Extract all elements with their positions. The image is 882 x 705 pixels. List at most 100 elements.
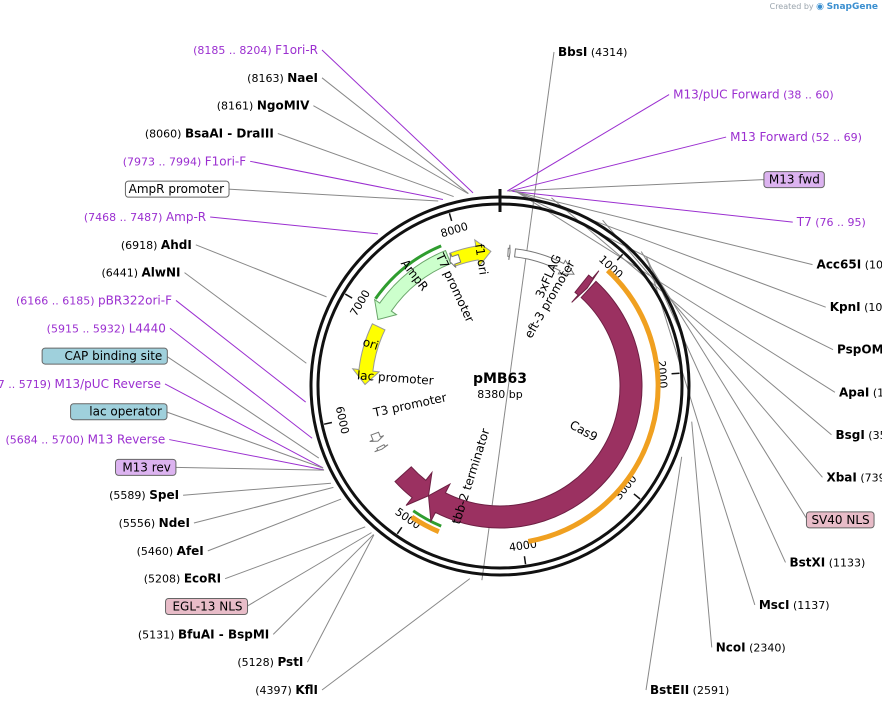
label-m13-fwd: M13 fwd (763, 171, 825, 189)
label-text: PspOMI (109) (837, 343, 882, 357)
label-amp-r: (7468 .. 7487) Amp-R (84, 210, 206, 224)
label-text: (8060) BsaAI - DraIII (145, 126, 274, 140)
label-text: (5589) SpeI (109, 488, 179, 502)
primer-position: (5684 .. 5700) (6, 434, 88, 447)
label-msci: MscI (1137) (759, 598, 830, 612)
label-naei: (8163) NaeI (247, 71, 318, 85)
feature-label-ori: ori (361, 335, 380, 353)
tbb2-green-arc (412, 509, 442, 528)
primer-position: (5697 .. 5719) (0, 378, 55, 391)
box-label-text: CAP binding site (64, 349, 162, 363)
label-bsteii: BstEII (2591) (650, 683, 729, 697)
label-text: BsgI (356) (835, 428, 882, 442)
label-cap-binding-site: CAP binding site (41, 347, 168, 365)
label-apai: ApaI (113) (839, 385, 882, 399)
feature-ampr (373, 249, 452, 321)
box-label-text: EGL-13 NLS (172, 600, 242, 614)
feature-arcs (351, 238, 661, 544)
primer-name: M13/pUC Reverse (55, 377, 162, 391)
site-name: PstI (277, 655, 303, 669)
label-box (805, 511, 875, 529)
box-label-text: SV40 NLS (811, 513, 869, 527)
feature-eft-3-promoter (514, 248, 575, 275)
site-position: (5131) (138, 628, 178, 641)
box-label-text: M13 rev (122, 460, 171, 474)
ruler-tick-label: 6000 (333, 405, 352, 435)
label-text: (6918) AhdI (121, 238, 192, 252)
site-name: AfeI (177, 544, 204, 558)
box-label-text: M13 fwd (769, 173, 820, 187)
ruler-tick (396, 526, 403, 535)
primer-position: (6166 .. 6185) (16, 294, 98, 307)
feature-3xflag (571, 270, 600, 303)
label-text: BbsI (4314) (558, 45, 627, 59)
box-label-text: AmpR promoter (129, 182, 224, 196)
site-name: NaeI (287, 71, 318, 85)
site-position: (2591) (689, 684, 729, 697)
label-text: (5697 .. 5719) M13/pUC Reverse (0, 377, 161, 391)
label-ncoi: NcoI (2340) (716, 640, 786, 654)
leader-line (164, 383, 324, 469)
label-l4440: (5915 .. 5932) L4440 (47, 321, 166, 335)
leader-line (313, 105, 469, 195)
label-text: Acc65I (103) (817, 258, 882, 272)
label-m13-puc-forward: M13/pUC Forward (38 .. 60) (673, 88, 834, 102)
label-pspomi: PspOMI (109) (837, 343, 882, 357)
site-position: (1137) (789, 599, 829, 612)
leader-line (512, 190, 793, 223)
label-f1ori-f: (7973 .. 7994) F1ori-F (123, 154, 247, 168)
leader-line (246, 532, 372, 607)
label-text: (8185 .. 8204) F1ori-R (193, 43, 318, 57)
site-name: BstEII (650, 683, 689, 697)
site-name: AlwNI (142, 266, 181, 280)
site-name: PspOMI (837, 343, 882, 357)
label-spei: (5589) SpeI (109, 488, 179, 502)
label-alwni: (6441) AlwNI (101, 266, 180, 280)
site-position: (8161) (217, 100, 257, 113)
label-sv40-nls: SV40 NLS (805, 511, 875, 529)
site-name: BsgI (835, 428, 864, 442)
leader-line (184, 272, 307, 364)
label-bbsi: BbsI (4314) (558, 45, 627, 59)
leader-line (321, 49, 474, 194)
site-position: (4314) (587, 46, 627, 59)
site-name: Acc65I (817, 258, 862, 272)
primer-position: (38 .. 60) (780, 89, 834, 102)
label-text: (5131) BfuAI - BspMI (138, 627, 269, 641)
label-text: (4397) KflI (255, 683, 318, 697)
leader-line (646, 257, 756, 606)
ruler-tick (633, 493, 641, 500)
primer-position: (76 .. 95) (812, 216, 866, 229)
ampr-green-arc (374, 244, 442, 300)
label-text: (5460) AfeI (137, 544, 204, 558)
feature-lac-promoter (369, 431, 385, 442)
leader-line (321, 578, 471, 691)
site-position: (5589) (109, 489, 149, 502)
site-name: NgoMIV (257, 99, 310, 113)
site-position: (1133) (825, 556, 865, 569)
label-f1ori-r: (8185 .. 8204) F1ori-R (193, 43, 318, 57)
primer-position: (7973 .. 7994) (123, 155, 205, 168)
label-ndei: (5556) NdeI (119, 516, 190, 530)
label-box (165, 598, 249, 616)
leader-line (272, 534, 374, 635)
label-text: (7973 .. 7994) F1ori-F (123, 154, 247, 168)
ruler-tick (323, 421, 333, 425)
label-ahdi: (6918) AhdI (121, 238, 192, 252)
label-text: (5556) NdeI (119, 516, 190, 530)
leader-line (321, 77, 469, 194)
site-position: (103) (861, 259, 882, 272)
site-position: (4397) (255, 684, 295, 697)
feature-ori (351, 323, 386, 386)
primer-name: L4440 (129, 321, 166, 335)
label-ecori: (5208) EcoRI (144, 572, 221, 586)
credit-prefix: Created by (769, 2, 814, 11)
site-position: (5128) (237, 656, 277, 669)
label-box (763, 171, 825, 189)
leader-line (183, 482, 331, 496)
site-position: (107) (861, 301, 882, 314)
leader-line (514, 191, 813, 266)
label-text: BstEII (2591) (650, 683, 729, 697)
label-m13-reverse: (5684 .. 5700) M13 Reverse (6, 433, 166, 447)
leader-line (166, 355, 320, 459)
